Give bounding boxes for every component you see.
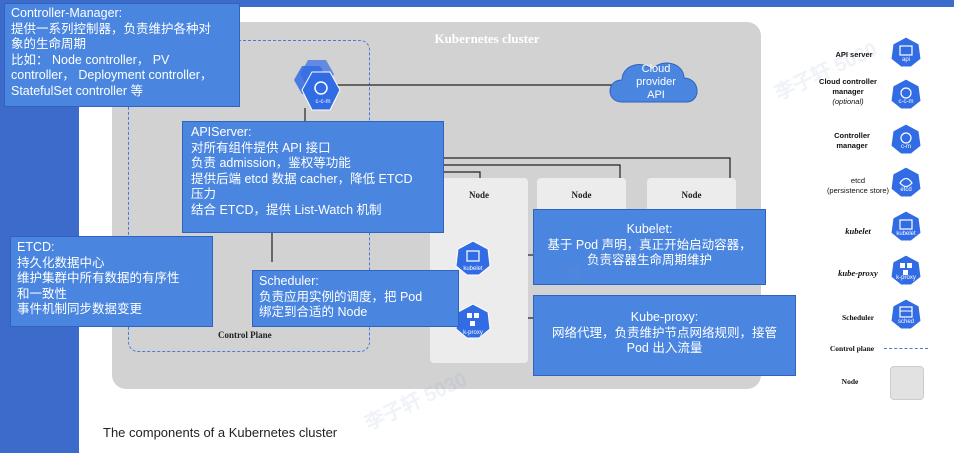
legend-node-label: Node — [841, 377, 859, 386]
node-label-3: Node — [681, 190, 702, 200]
legend-kube-proxy-icon — [890, 254, 922, 286]
etcd-callout: ETCD: 持久化数据中心 维护集群中所有数据的有序性 和一致性 事件机制同步数… — [10, 236, 213, 327]
cloud-shape — [609, 62, 698, 103]
node-box-3 — [647, 178, 736, 212]
legend-api-icon-label: api — [901, 57, 910, 63]
legend-cm-label: Controller manager — [812, 131, 892, 151]
control-plane-label: Control Plane — [218, 330, 272, 340]
cloud-line-3: API — [647, 89, 665, 101]
cloud-line-1: Cloud — [641, 63, 671, 75]
api-to-node3-line — [443, 157, 731, 178]
node-label-main: Node — [469, 190, 489, 200]
cm-callout-line: 象的生命周期 — [11, 37, 87, 51]
node-label-2: Node — [571, 190, 592, 200]
legend-kube-proxy-label: kube-proxy — [838, 268, 878, 278]
kproxy-callout-title: Kube-proxy: — [630, 310, 699, 324]
legend-etcd-line2: (persistence store) — [826, 186, 890, 195]
legend-cm-line2: manager — [836, 141, 868, 150]
node-box-2 — [537, 178, 626, 212]
k-proxy-icon-label: k-proxy — [463, 330, 483, 336]
api-to-node-line — [443, 171, 481, 178]
legend-ccm-line2: manager — [832, 87, 864, 96]
legend-control-plane-label: Control plane — [829, 344, 875, 353]
kube-proxy-callout: Kube-proxy: 网络代理，负责维护节点网络规则，接管 Pod 出入流量 — [533, 295, 796, 376]
legend-control-plane-dash — [884, 348, 928, 349]
legend-api-server-label: API server — [835, 50, 873, 59]
cm-callout-line: 比如： Node controller， PV — [11, 52, 170, 67]
cm-callout-line: controller， Deployment controller， — [11, 68, 213, 82]
legend-scheduler-icon — [890, 298, 922, 330]
cm-callout-line: 提供一系列控制器，负责维护各种对 — [11, 21, 212, 36]
legend-ccm-line1: Cloud controller — [819, 77, 877, 86]
top-frame-bar — [0, 0, 954, 7]
figure-caption: The components of a Kubernetes cluster — [103, 425, 338, 440]
kproxy-callout-line: Pod 出入流量 — [626, 341, 703, 355]
legend-scheduler-label: Scheduler — [841, 313, 875, 322]
legend-ccm-icon-label: c-c-m — [898, 99, 914, 105]
legend-cm-icon — [890, 123, 922, 155]
scheduler-callout: Scheduler: 负责应用实例的调度，把 Pod 绑定到合适的 Node — [252, 270, 459, 327]
legend-ccm-icon — [890, 78, 922, 110]
etcd-callout-line: 维护集群中所有数据的有序性 — [17, 271, 180, 285]
kubelet-callout-title: Kubelet: — [626, 222, 673, 236]
controller-manager-callout: Controller-Manager: 提供一系列控制器，负责维护各种对 象的生… — [4, 3, 240, 107]
etcd-callout-line: 事件机制同步数据变更 — [17, 302, 143, 316]
kubelet-icon-label: kubelet — [463, 266, 483, 272]
api-callout-line: 压力 — [191, 187, 217, 201]
api-to-node2-line — [443, 164, 621, 178]
api-callout-line: 对所有组件提供 API 接口 — [191, 140, 331, 155]
kubelet-icon — [455, 240, 491, 276]
api-callout-line: 结合 ETCD，提供 List-Watch 机制 — [191, 202, 382, 217]
kproxy-callout-line: 网络代理，负责维护节点网络规则，接管 — [551, 325, 777, 340]
etcd-callout-line: 持久化数据中心 — [17, 255, 105, 270]
scheduler-callout-line: 负责应用实例的调度，把 Pod — [259, 289, 423, 304]
apiserver-callout: APIServer: 对所有组件提供 API 接口 负责 admission，鉴… — [182, 121, 444, 233]
legend-etcd-icon — [890, 166, 922, 198]
kubelet-callout-line: 基于 Pod 声明，真正开始启动容器， — [547, 237, 752, 252]
scheduler-callout-line: 绑定到合适的 Node — [259, 305, 368, 319]
etcd-callout-title: ETCD: — [17, 240, 55, 254]
c-c-m-icon-label: c-c-m — [315, 99, 331, 105]
legend-etcd-line1: etcd — [850, 176, 866, 185]
legend-kubelet-label: kubelet — [845, 226, 871, 236]
legend-kubelet-icon — [890, 210, 922, 242]
kubelet-callout: Kubelet: 基于 Pod 声明，真正开始启动容器， 负责容器生命周期维护 — [533, 209, 766, 285]
kubelet-callout-line: 负责容器生命周期维护 — [586, 253, 712, 267]
cloud-line-2: provider — [636, 76, 676, 88]
c-c-m-icon — [294, 60, 341, 111]
cm-callout-title: Controller-Manager: — [11, 6, 123, 20]
legend-cm-icon-label: c-m — [901, 144, 911, 150]
legend-kubelet-icon-label: kubelet — [896, 231, 916, 237]
api-callout-line: 提供后端 etcd 数据 cacher，降低 ETCD — [191, 171, 413, 186]
api-callout-line: 负责 admission，鉴权等功能 — [191, 156, 351, 170]
legend-etcd-icon-label: etcd — [900, 187, 912, 193]
legend-node-swatch — [890, 366, 924, 400]
legend-kproxy-icon-label: k-proxy — [896, 275, 916, 281]
legend-ccm-label: Cloud controller manager (optional) — [808, 77, 888, 107]
legend-api-server-icon — [890, 36, 922, 68]
legend-ccm-line3: (optional) — [832, 97, 864, 106]
etcd-callout-line: 和一致性 — [17, 286, 68, 301]
cluster-title: Kubernetes cluster — [434, 31, 540, 46]
cm-callout-line: StatefulSet controller 等 — [11, 83, 144, 98]
legend-sched-icon-label: sched — [897, 319, 914, 325]
legend-etcd-label: etcd (persistence store) — [818, 176, 898, 196]
legend-cm-line1: Controller — [834, 131, 870, 140]
scheduler-callout-title: Scheduler: — [259, 274, 319, 288]
api-callout-title: APIServer: — [191, 125, 252, 139]
cloud-provider-api-text: Cloud provider API — [625, 63, 687, 102]
